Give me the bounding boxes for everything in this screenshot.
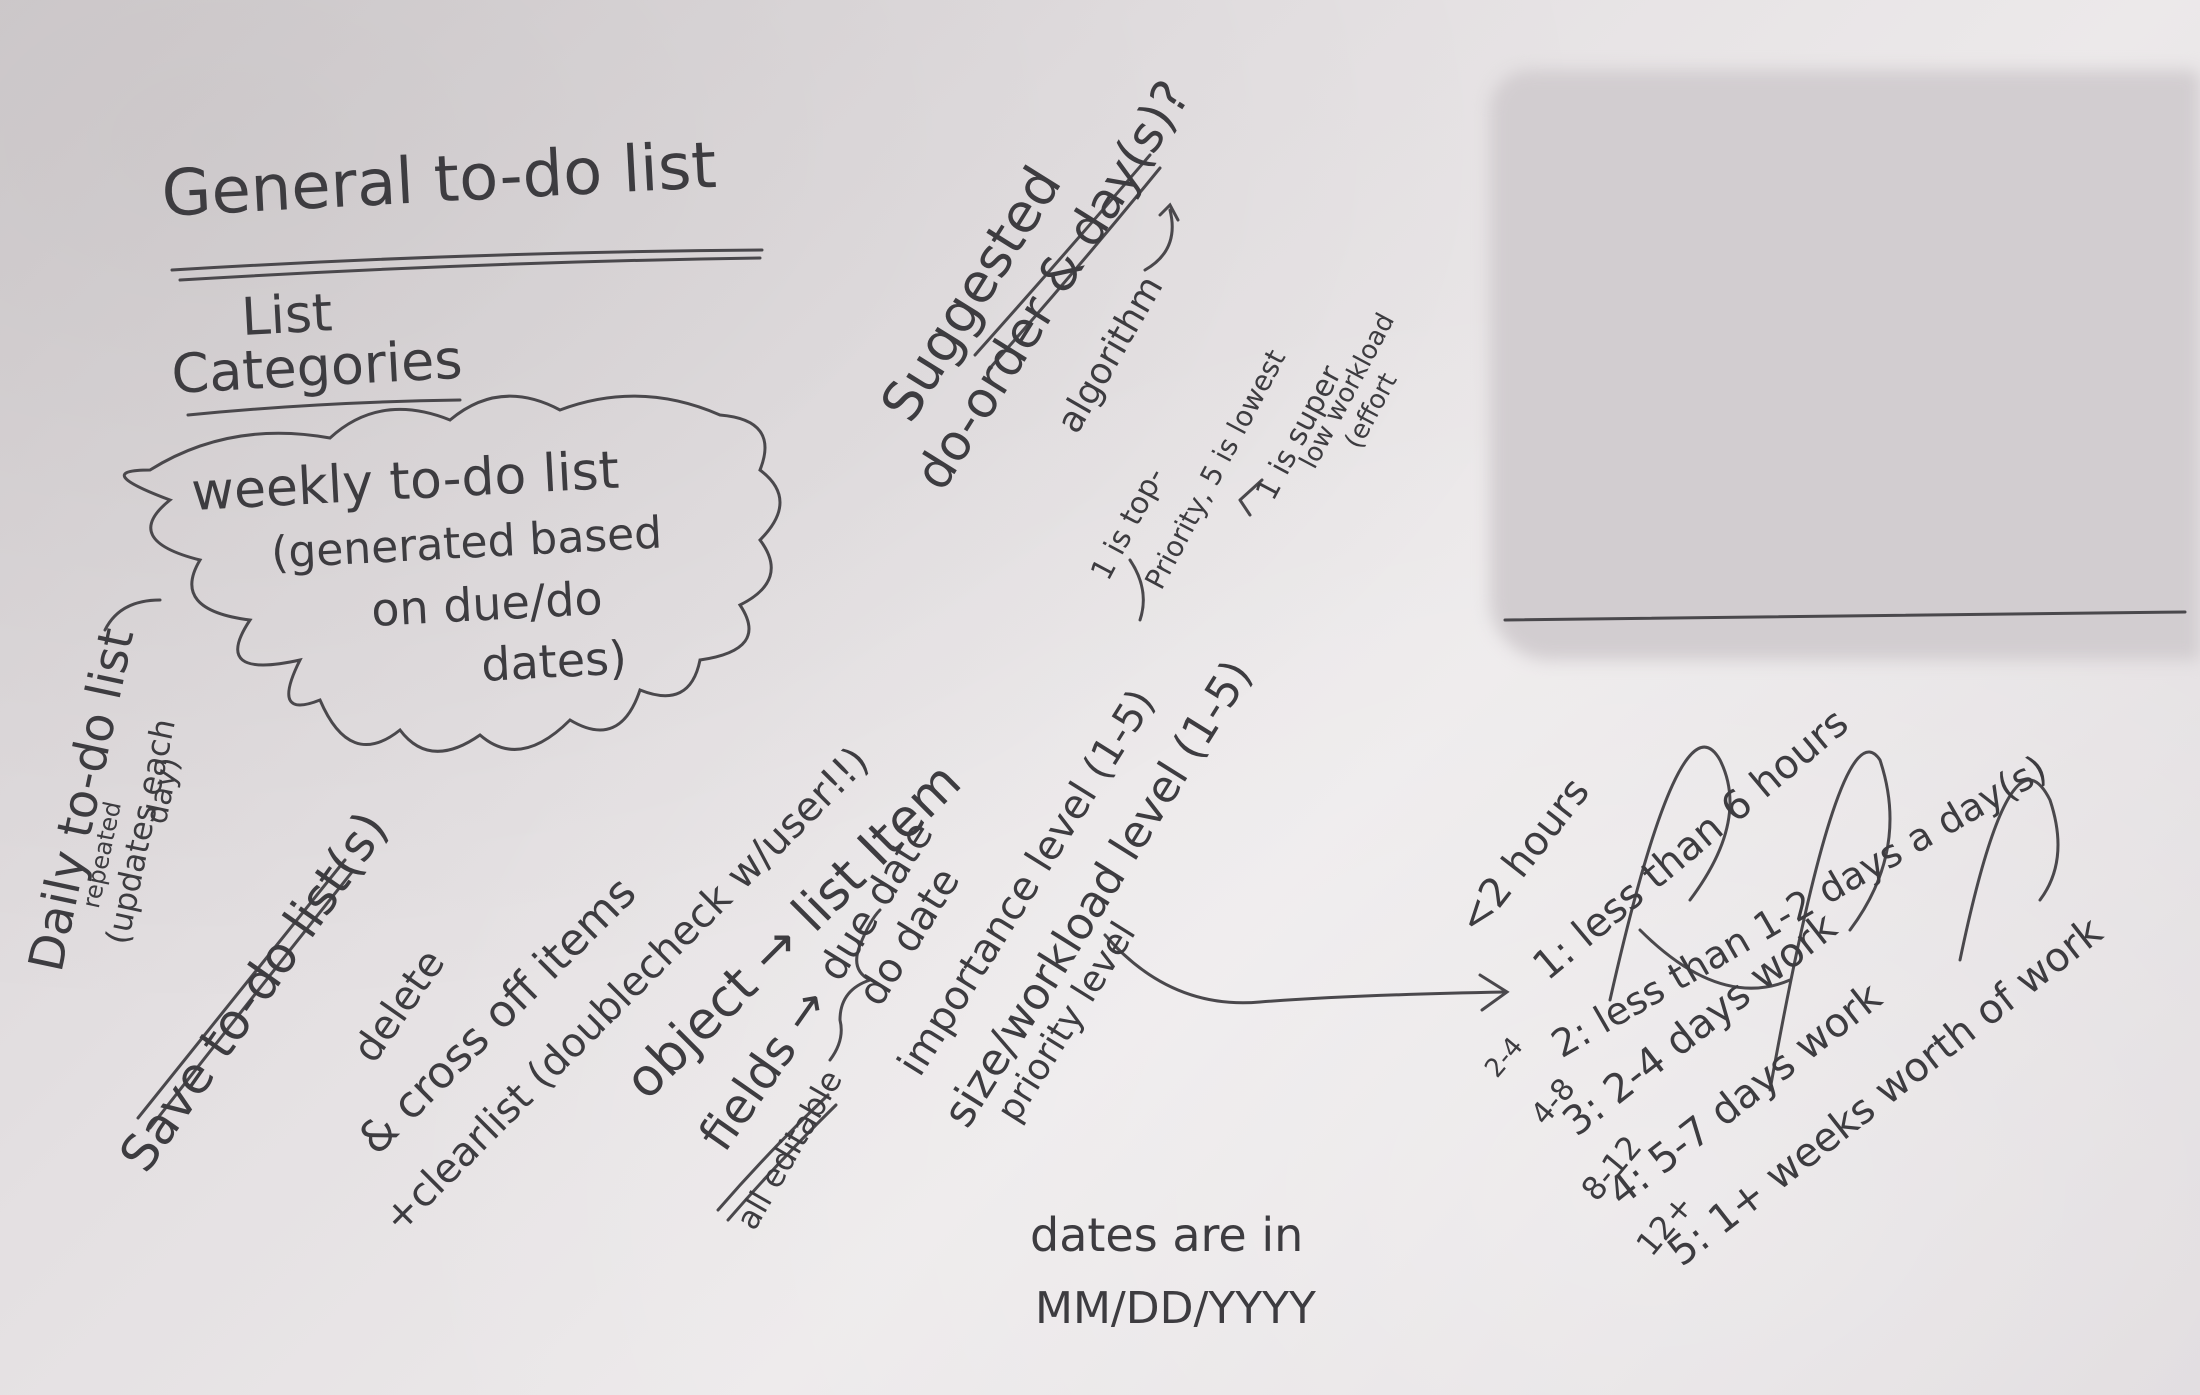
scale-arrow [1103, 933, 1507, 1005]
workload-arrow [1238, 478, 1264, 517]
suggested-underline-2 [988, 166, 1162, 370]
scribble-1 [1608, 745, 1732, 1002]
dates-note-line1: dates are in [1030, 1208, 1304, 1262]
save-underline-2 [148, 870, 354, 1130]
save-underline [136, 858, 347, 1120]
editable-underline-2 [726, 1103, 838, 1222]
suggested-underline [973, 153, 1152, 357]
editable-underline [716, 1093, 830, 1212]
weekly-line-4: dates) [479, 630, 629, 692]
algorithm-arrow [1143, 202, 1180, 272]
header-line [1503, 610, 2187, 622]
priority-bracket [1128, 558, 1145, 622]
title-underline-2 [178, 256, 762, 282]
scribble-3 [1958, 778, 2060, 962]
dates-note-line2: MM/DD/YYYY [1035, 1283, 1316, 1334]
scribble-2 [1768, 750, 1892, 1092]
weekly-bubble [122, 394, 782, 753]
weekly-line-3: on due/do [369, 570, 604, 637]
categories-underline [186, 398, 462, 417]
fields-brace [828, 908, 882, 1062]
daily-connector [103, 598, 162, 632]
scribble-4 [1638, 928, 1792, 990]
title-underline [170, 248, 764, 272]
scale-arrow-head [1478, 973, 1510, 1012]
blurred-region [1490, 70, 2200, 660]
